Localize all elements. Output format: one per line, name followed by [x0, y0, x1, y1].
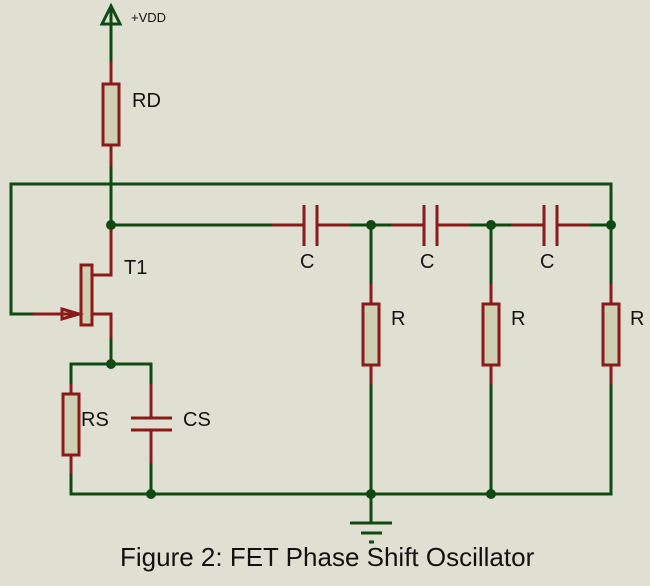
- gate-arrow-icon: [60, 306, 85, 322]
- junction-source: [106, 359, 116, 369]
- junction-c3-r3: [606, 220, 616, 230]
- junction-c1-r1: [366, 220, 376, 230]
- resistor-r2: R: [481, 223, 525, 496]
- junction-cs-ground: [146, 489, 156, 499]
- t1-source-lead: [92, 312, 113, 340]
- vdd-supply: +VDD: [99, 2, 166, 64]
- vdd-label: +VDD: [131, 10, 166, 25]
- resistor-r1: R: [361, 223, 405, 496]
- junction-ground: [366, 489, 376, 499]
- junction-r2-ground: [486, 489, 496, 499]
- rd-body: [101, 82, 121, 147]
- rs-label: RS: [81, 409, 109, 431]
- capacitor-c2: C: [391, 205, 471, 273]
- figure-caption: Figure 2: FET Phase Shift Oscillator: [120, 542, 535, 572]
- capacitor-cs: CS: [131, 384, 211, 465]
- junction-drain: [106, 220, 116, 230]
- c3-label: C: [540, 251, 554, 273]
- capacitor-c3: C: [511, 205, 591, 273]
- capacitor-c1: C: [272, 205, 351, 273]
- r3-body: [601, 302, 621, 367]
- resistor-rd: RD: [101, 62, 161, 168]
- cs-label: CS: [183, 409, 211, 431]
- t1-channel: [79, 263, 94, 327]
- ground-symbol: [350, 494, 392, 544]
- junction-c2-r2: [486, 220, 496, 230]
- c2-label: C: [420, 251, 434, 273]
- t1-label: T1: [124, 257, 147, 279]
- r1-label: R: [391, 308, 405, 330]
- r1-body: [361, 302, 381, 367]
- r2-label: R: [511, 308, 525, 330]
- r3-label: R: [630, 308, 644, 330]
- feedback-wire: [9, 182, 613, 316]
- resistor-r3: R: [601, 223, 644, 467]
- rs-body: [61, 392, 81, 457]
- c1-label: C: [300, 251, 314, 273]
- resistor-rs: RS: [61, 384, 109, 475]
- t1-drain-lead: [92, 225, 113, 277]
- rd-label: RD: [132, 90, 161, 112]
- ground-bus-wire: [69, 463, 613, 496]
- jfet-t1: T1: [31, 225, 147, 340]
- r2-body: [481, 302, 501, 367]
